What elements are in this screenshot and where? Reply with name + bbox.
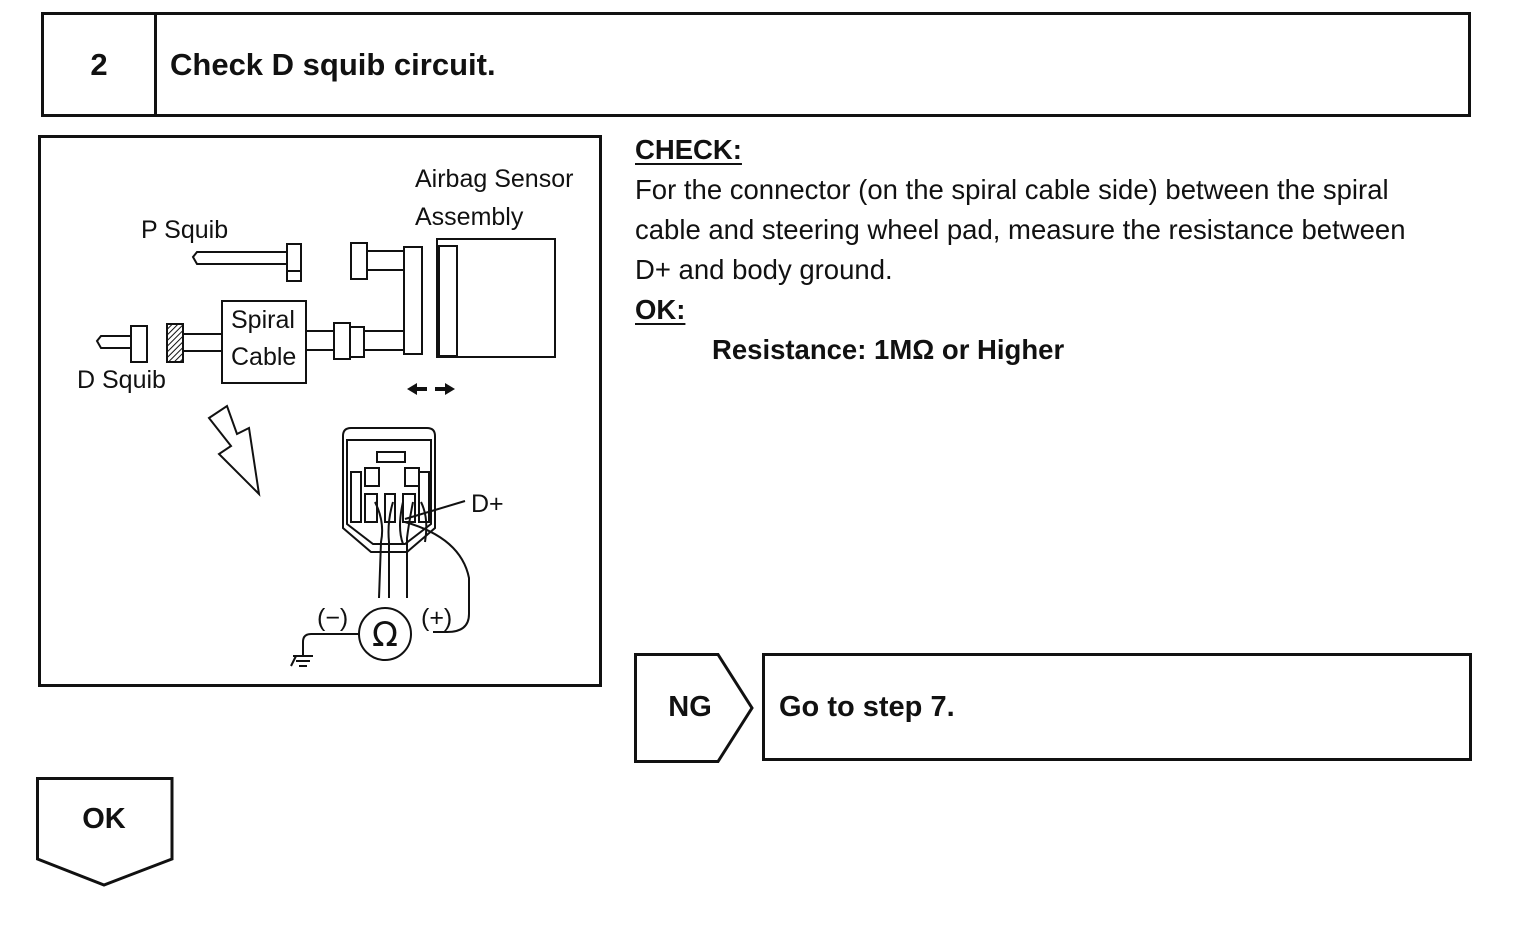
spiral-label-1: Spiral — [231, 306, 295, 334]
connector-closeup — [342, 427, 470, 633]
ng-label: NG — [668, 690, 712, 723]
plus-label: (+) — [421, 604, 452, 632]
disconnect-arrows — [407, 383, 455, 395]
airbag-sensor-label-1: Airbag Sensor — [415, 165, 573, 193]
check-text-3: D+ and body ground. — [635, 254, 893, 285]
ok-label: OK — [82, 802, 126, 835]
spiral-cable-box — [221, 300, 307, 384]
ng-tag-shape — [634, 653, 754, 763]
check-text-1: For the connector (on the spiral cable s… — [635, 174, 1389, 205]
step-number: 2 — [44, 15, 157, 114]
check-text-2: cable and steering wheel pad, measure th… — [635, 214, 1406, 245]
d-squib-label: D Squib — [77, 366, 166, 394]
airbag-sensor-label-2: Assembly — [415, 203, 524, 231]
step-header: 2 Check D squib circuit. — [41, 12, 1471, 117]
d-plus-label: D+ — [471, 490, 504, 518]
d-squib-connector — [95, 323, 222, 363]
connector-plate — [333, 242, 423, 360]
airbag-sensor-assembly — [436, 238, 556, 358]
check-heading: CHECK: — [635, 134, 742, 165]
ok-spec-value: Resistance: 1MΩ or Higher — [712, 334, 1065, 365]
p-squib-label: P Squib — [141, 216, 228, 244]
minus-label: (−) — [317, 604, 348, 632]
step-title: Check D squib circuit. — [170, 46, 496, 82]
ok-tag-shape — [36, 777, 174, 887]
ground-icon — [290, 655, 313, 667]
p-squib-connector — [191, 243, 302, 282]
ok-heading: OK: — [635, 294, 686, 325]
wiring-figure: Airbag Sensor Assembly P Squib S — [38, 135, 602, 687]
ng-action: Go to step 7. — [762, 653, 1472, 761]
hollow-arrow-icon — [207, 404, 261, 497]
ohm-symbol-icon: Ω — [372, 615, 398, 655]
instructions: CHECK: For the connector (on the spiral … — [635, 130, 1495, 370]
spiral-label-2: Cable — [231, 343, 296, 371]
